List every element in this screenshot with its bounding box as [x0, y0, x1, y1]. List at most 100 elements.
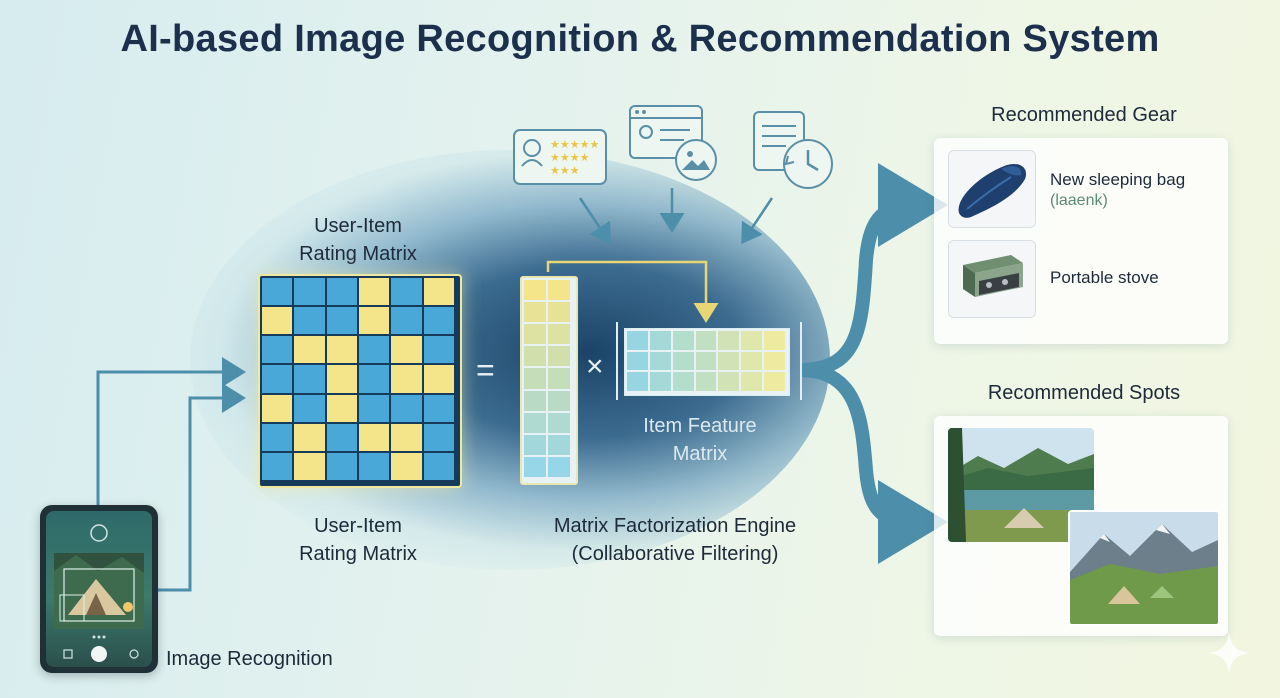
matrix-cell: [423, 365, 454, 393]
multiply-sign: ×: [586, 350, 604, 383]
matrix-cell: [262, 423, 293, 451]
matrix-cell: [326, 307, 357, 335]
gear-item-name: New sleeping bag: [1050, 170, 1186, 189]
item-feature-cell: [672, 331, 694, 350]
item-feature-cell: [764, 351, 785, 371]
gear-item-name: Portable stove: [1050, 268, 1159, 287]
item-feature-matrix: [624, 328, 790, 396]
matrix-cell: [391, 278, 422, 306]
rating-matrix-label-bottom: User-Item Rating Matrix: [299, 515, 417, 565]
matrix-cell: [262, 336, 293, 364]
matrix-cell: [359, 394, 390, 422]
phone-to-matrix-arrow-1: [96, 357, 246, 508]
user-feature-cell: [524, 390, 546, 411]
user-feature-matrix: [520, 276, 578, 485]
sleeping-bag-icon: [949, 151, 1035, 227]
item-feature-cell: [718, 351, 740, 371]
image-recognition-label: Image Recognition: [166, 648, 333, 670]
item-feature-cell: [695, 351, 717, 371]
phone-device: [40, 505, 158, 673]
recommended-gear-card: New sleeping bag (laaenk) Portable stove: [934, 138, 1228, 344]
matrix-cell: [391, 336, 422, 364]
history-icon: [753, 111, 833, 189]
user-feature-cell: [548, 368, 570, 389]
matrix-cell: [262, 394, 293, 422]
item-feature-label: Item Feature Matrix: [643, 415, 757, 465]
matrix-cell: [391, 452, 422, 480]
matrix-cell: [294, 336, 325, 364]
user-feature-cell: [548, 456, 570, 477]
recommended-spots-card: [934, 416, 1228, 636]
user-feature-cell: [548, 412, 570, 433]
matrix-cell: [294, 365, 325, 393]
matrix-cell: [359, 365, 390, 393]
item-feature-cell: [764, 372, 785, 391]
equals-sign: =: [476, 352, 495, 388]
item-feature-cell: [718, 331, 740, 350]
user-feature-cell: [524, 346, 546, 367]
matrix-cell: [262, 452, 293, 480]
stove-icon: [949, 241, 1035, 317]
matrix-cell: [423, 336, 454, 364]
matrix-cell: [326, 336, 357, 364]
user-feature-cell: [524, 368, 546, 389]
svg-text:★★★★: ★★★★: [550, 152, 590, 164]
rating-matrix-label-top: User-Item Rating Matrix: [299, 215, 417, 265]
user-feature-cell: [548, 346, 570, 367]
item-feature-cell: [764, 331, 785, 350]
user-feature-cell: [524, 324, 546, 345]
phone-screen: [46, 511, 152, 667]
item-feature-cell: [718, 372, 740, 391]
matrix-cell: [294, 394, 325, 422]
user-feature-cell: [548, 390, 570, 411]
sparkle-icon: [1208, 632, 1250, 674]
profile-image-icon: [629, 105, 717, 181]
matrix-cell: [262, 278, 293, 306]
user-feature-cell: [548, 434, 570, 455]
matrix-cell: [423, 278, 454, 306]
camera-view: [54, 524, 144, 662]
user-feature-cell: [548, 324, 570, 345]
recommended-spots-heading: Recommended Spots: [987, 382, 1181, 404]
matrix-cell: [262, 365, 293, 393]
to-gear-arrow: [799, 163, 948, 377]
sleeping-bag-thumb[interactable]: [948, 150, 1036, 228]
matrix-cell: [391, 394, 422, 422]
matrix-cell: [294, 278, 325, 306]
matrix-cell: [294, 452, 325, 480]
user-item-rating-matrix: [258, 274, 462, 488]
matrix-cell: [326, 423, 357, 451]
user-feature-cell: [524, 280, 546, 301]
matrix-cell: [359, 336, 390, 364]
matrix-cell: [359, 452, 390, 480]
matrix-cell: [423, 394, 454, 422]
matrix-cell: [359, 278, 390, 306]
item-feature-cell: [627, 331, 648, 350]
item-feature-cell: [695, 331, 717, 350]
item-feature-cell: [672, 351, 694, 371]
user-feature-cell: [548, 302, 570, 323]
item-feature-cell: [741, 331, 763, 350]
item-feature-cell: [672, 372, 694, 391]
matrix-cell: [326, 394, 357, 422]
gear-item-sub: (laaenk): [1050, 192, 1108, 209]
user-feature-cell: [524, 412, 546, 433]
mountain-camp-photo[interactable]: [1068, 510, 1220, 626]
to-spots-arrow: [799, 363, 948, 564]
page-title: AI-based Image Recognition & Recommendat…: [120, 18, 1160, 60]
item-feature-cell: [695, 372, 717, 391]
matrix-cell: [359, 423, 390, 451]
user-feature-cell: [524, 302, 546, 323]
matrix-cell: [391, 365, 422, 393]
matrix-cell: [326, 452, 357, 480]
user-feature-cell: [524, 434, 546, 455]
item-feature-cell: [741, 351, 763, 371]
item-feature-cell: [649, 331, 671, 350]
matrix-cell: [326, 365, 357, 393]
matrix-cell: [294, 307, 325, 335]
item-feature-cell: [627, 351, 648, 371]
matrix-cell: [423, 307, 454, 335]
item-feature-cell: [649, 351, 671, 371]
stove-thumb[interactable]: [948, 240, 1036, 318]
